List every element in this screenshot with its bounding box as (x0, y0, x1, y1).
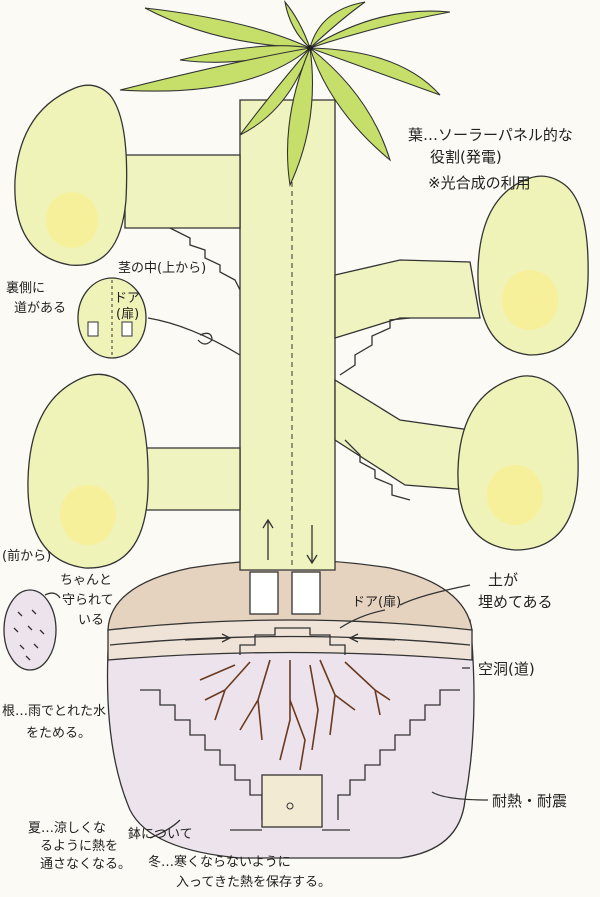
label-cavity: 空洞(道) (478, 660, 535, 678)
label-back-side-2: 道がある (14, 301, 66, 316)
soil-window-right (291, 571, 321, 615)
label-leaf-note: ※光合成の利用 (428, 174, 531, 192)
label-protected-1: ちゃんと (60, 573, 112, 588)
label-stem-inside: 茎の中(上から) (118, 261, 206, 276)
label-leaf-1: 葉…ソーラーパネル的な (408, 126, 573, 144)
label-protected-3: いる (78, 613, 104, 628)
pod-upper-left (14, 84, 128, 266)
label-soil-2: 埋めてある (478, 593, 553, 611)
roots (199, 659, 391, 771)
label-summer-2: るように熱を (40, 839, 118, 854)
label-summer-1: 夏…涼しくな (28, 821, 106, 836)
cavity-arrow-left (348, 633, 396, 643)
stem-arrow-up (262, 518, 274, 560)
label-winter-2: 入ってきた熱を保存する。 (176, 875, 331, 890)
pot-door (261, 774, 323, 828)
cavity-band (107, 619, 473, 661)
label-back-side-1: 裏側に (6, 281, 45, 296)
branch-lower-right (334, 378, 471, 491)
top-leaves (119, 0, 451, 187)
label-summer-3: 通さなくなる。 (40, 857, 131, 872)
branch-upper-right (334, 259, 481, 339)
label-door-top: ドア (114, 291, 140, 306)
pot-body (106, 619, 475, 859)
pod-lower-left (27, 373, 149, 569)
pod-upper-right (477, 175, 589, 356)
branch-lower-left (139, 447, 241, 511)
branch-upper-left (124, 154, 241, 229)
label-leaf-2: 役割(発電) (430, 148, 502, 166)
stem (239, 99, 336, 571)
stem-arrow-down (306, 525, 318, 565)
label-pot-about: 鉢について (128, 827, 193, 842)
label-pot: 耐熱・耐震 (492, 792, 567, 810)
label-front-view: (前から) (2, 548, 51, 564)
label-door-soil: ドア(扉) (352, 594, 401, 610)
label-protected-2: 守られて (62, 593, 114, 608)
front-view-inset (3, 589, 61, 671)
label-soil-1: 土が (488, 571, 518, 589)
label-door-round: (扉) (116, 306, 139, 322)
stem-inset (77, 277, 241, 359)
pod-lower-right (457, 375, 579, 551)
pot-steps (140, 689, 460, 820)
cavity-arrow-right (184, 633, 232, 643)
pot-door-knob (286, 802, 294, 810)
label-winter-1: 冬…寒くならないように (148, 854, 291, 870)
soil-window-left (249, 571, 279, 615)
label-roots-1: 根…雨でとれた水 (2, 704, 106, 719)
label-roots-2: をためる。 (26, 726, 91, 741)
